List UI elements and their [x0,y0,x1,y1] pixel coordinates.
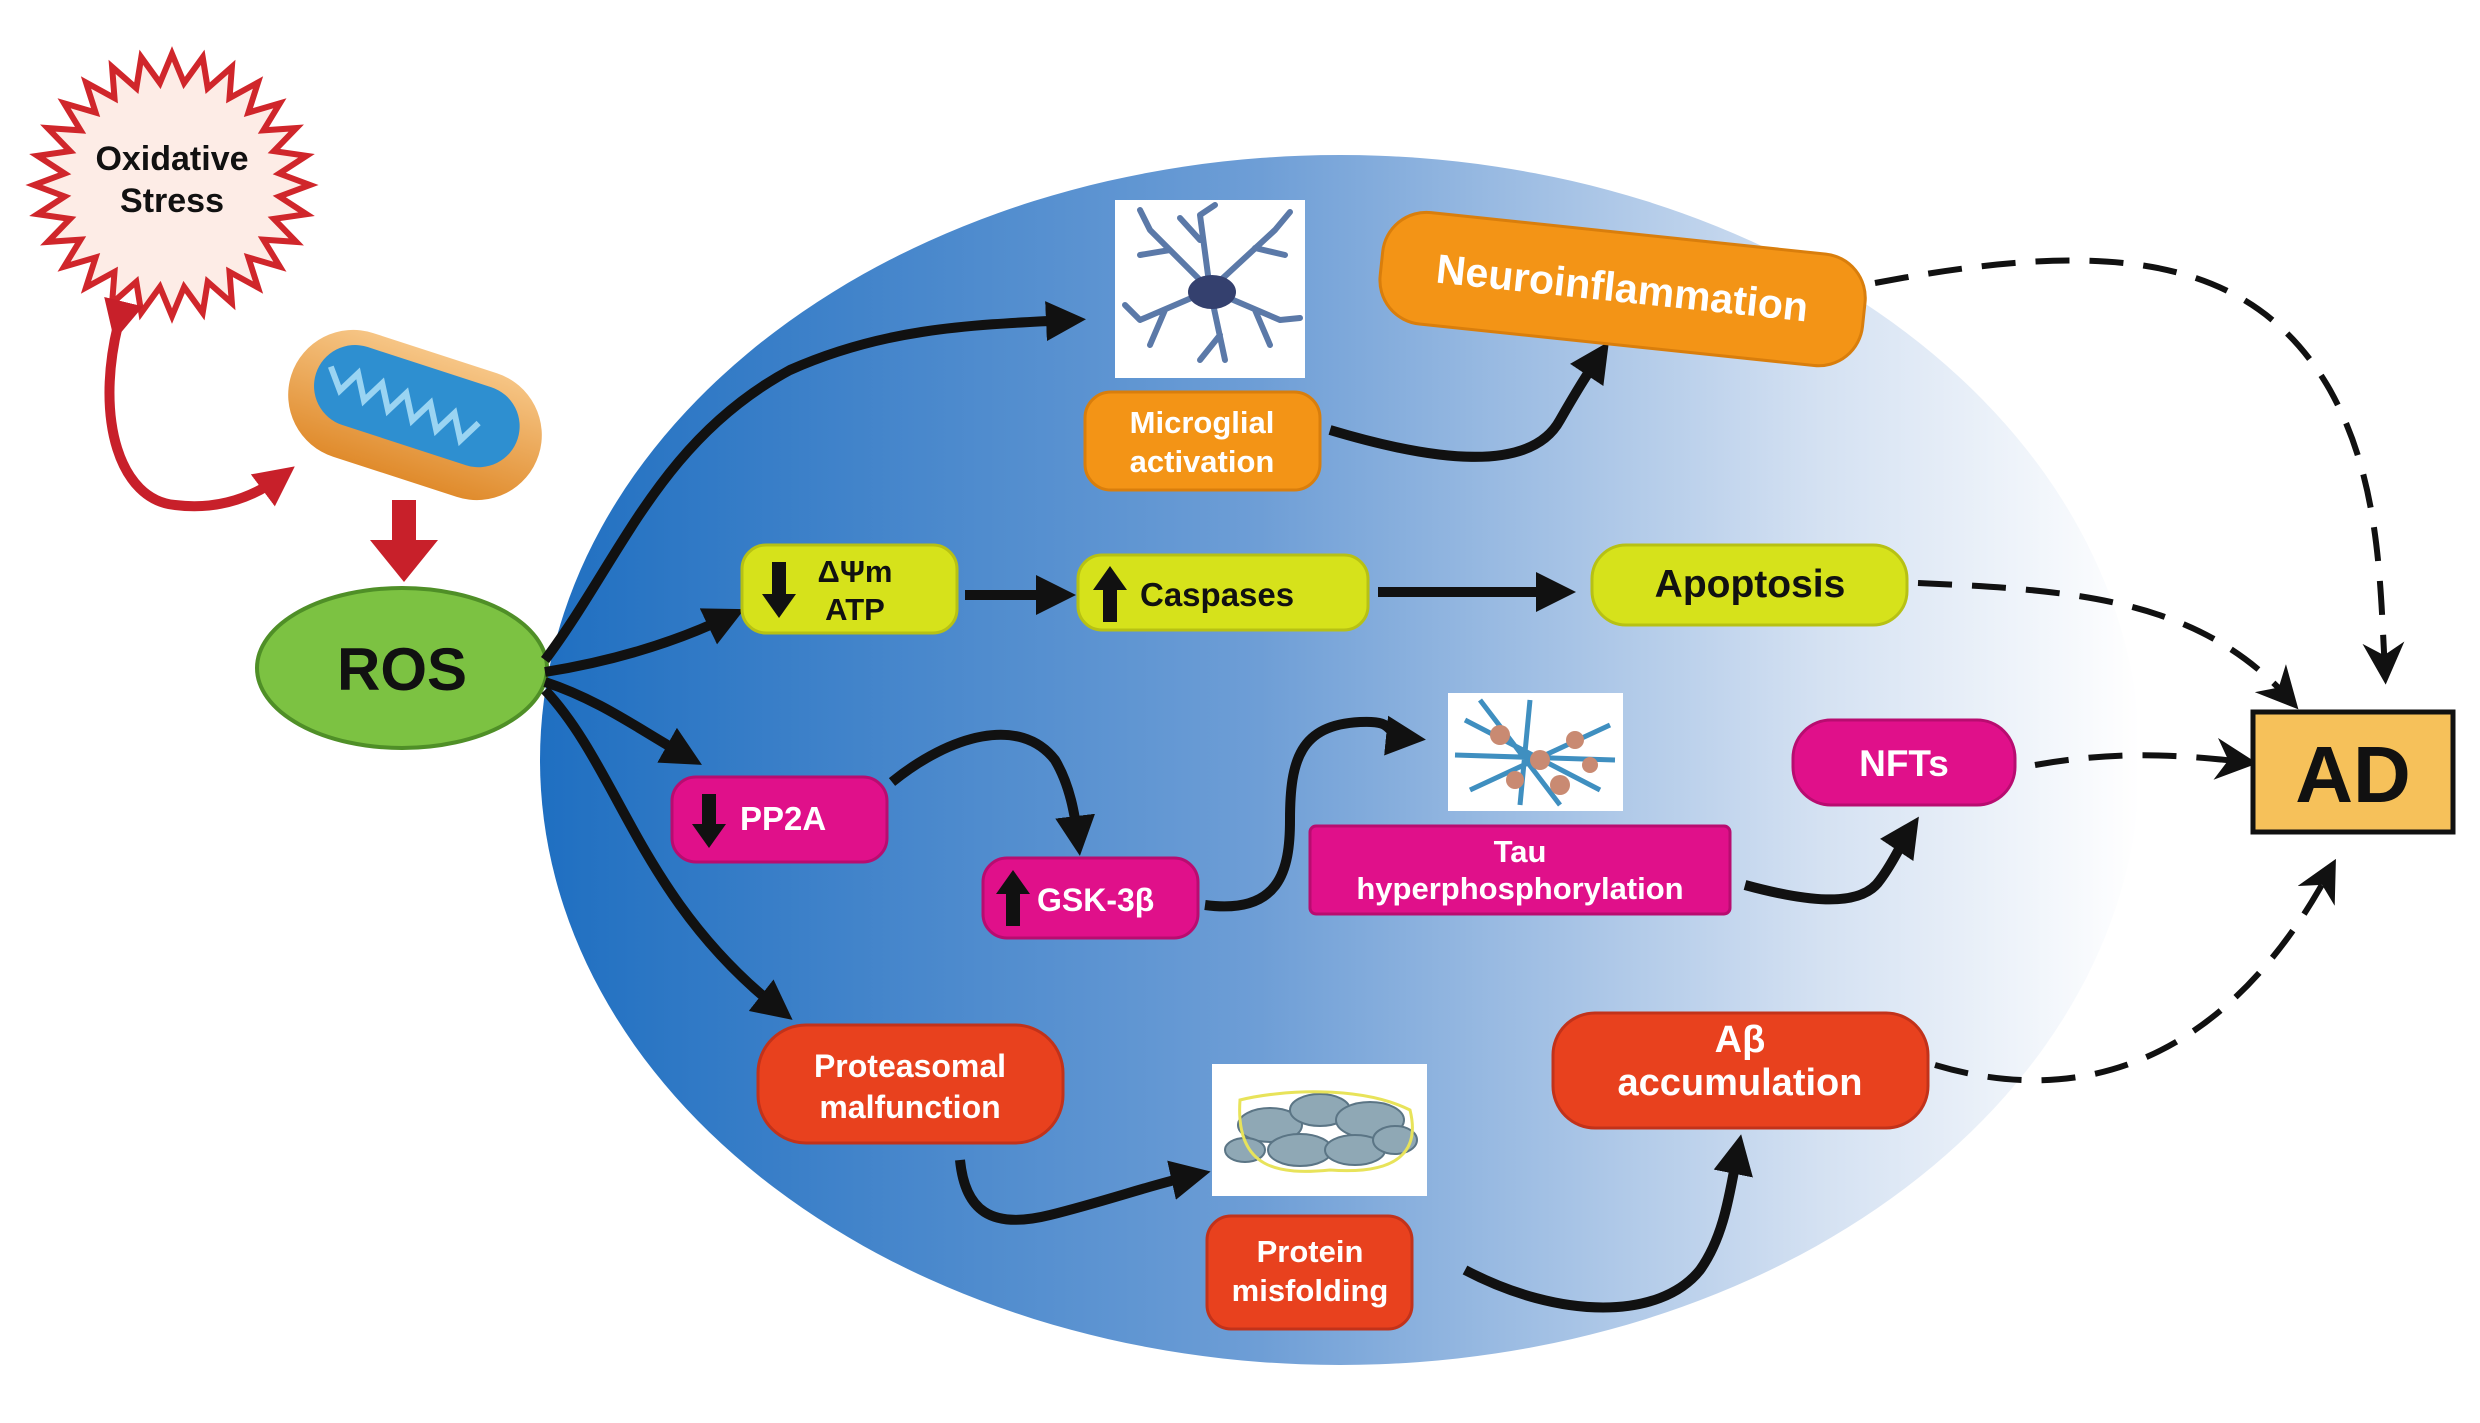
protein-misfolding-node: Protein misfolding [1205,1214,1414,1331]
misfolding-line2: misfolding [1232,1273,1389,1308]
nfts-node: NFTs [1791,718,2017,807]
mitochondrion-icon [288,329,542,501]
protein-aggregate-icon [1212,1064,1427,1196]
tau-line2: hyperphosphorylation [1356,871,1683,906]
up-arrow-icon [996,870,1030,926]
abeta-accumulation-node: Aβ accumulation [1551,1011,1930,1130]
dashed-arrow-nfts-ad [2034,737,2258,780]
down-arrow-icon [692,794,726,848]
arrow-proteasome-misfolding [955,1159,1211,1225]
abeta-line1: Aβ [1715,1019,1766,1061]
down-arrow-icon [762,562,796,618]
arrow-ros-pp2a [543,677,702,765]
proteasomal-malfunction-node: Proteasomal malfunction [756,1023,1065,1145]
tau-hyperphosphorylation-node: Tau hyperphosphorylation [1308,824,1732,916]
dpsi-line1: ΔΨm [818,554,893,589]
pp2a-label: PP2A [740,800,826,837]
dpsi-atp-node: ΔΨm ATP [740,543,959,635]
stress-feedback-arrow [104,296,295,512]
arrow-ros-dpsi [544,608,745,677]
oxidative-stress-line2: Stress [120,182,224,220]
neuroinflammation-node: Neuroinflammation [1378,210,1867,368]
proteasomal-line2: malfunction [819,1089,1000,1125]
ad-label: AD [2295,730,2411,819]
arrow-gsk-tau [1204,715,1426,912]
dpsi-line2: ATP [825,592,885,627]
caspases-label: Caspases [1140,576,1294,613]
apoptosis-label: Apoptosis [1655,563,1846,606]
ros-label: ROS [337,636,467,703]
ros-node: ROS [255,586,549,750]
arrow-ros-proteasome [541,686,793,1020]
arrow-ros-microglia [540,301,1086,663]
microglial-activation-node: Microglial activation [1083,390,1322,492]
gsk3b-node: GSK-3β [981,856,1200,940]
caspases-node: Caspases [1076,553,1370,632]
nfts-label: NFTs [1859,743,1949,784]
mito-to-ros-arrow [370,500,438,582]
microglial-line1: Microglial [1130,405,1275,440]
ad-node: AD [2250,709,2456,835]
arrow-microglia-neuroinflammation [1328,341,1609,462]
gsk3b-label: GSK-3β [1037,882,1154,918]
arrow-misfolding-abeta [1462,1134,1753,1313]
arrow-pp2a-gsk [888,729,1095,856]
apoptosis-node: Apoptosis [1590,543,1909,627]
dashed-arrow-apoptosis-ad [1917,580,2299,710]
dashed-arrow-abeta-ad [1934,858,2336,1084]
misfolding-line1: Protein [1257,1234,1364,1269]
pp2a-node: PP2A [670,775,889,864]
dashed-arrow-neuroinflammation-ad [1874,257,2405,685]
proteasomal-line1: Proteasomal [814,1048,1006,1084]
arrow-tau-nfts [1743,816,1919,905]
abeta-line2: accumulation [1618,1062,1863,1104]
oxidative-stress-burst: Oxidative Stress [25,46,319,324]
up-arrow-icon [1093,566,1127,622]
oxidative-stress-line1: Oxidative [95,140,248,178]
tau-line1: Tau [1494,834,1547,869]
microglial-line2: activation [1130,444,1275,479]
tau-tangle-icon [1448,693,1623,811]
microglia-cell-icon [1115,200,1305,378]
